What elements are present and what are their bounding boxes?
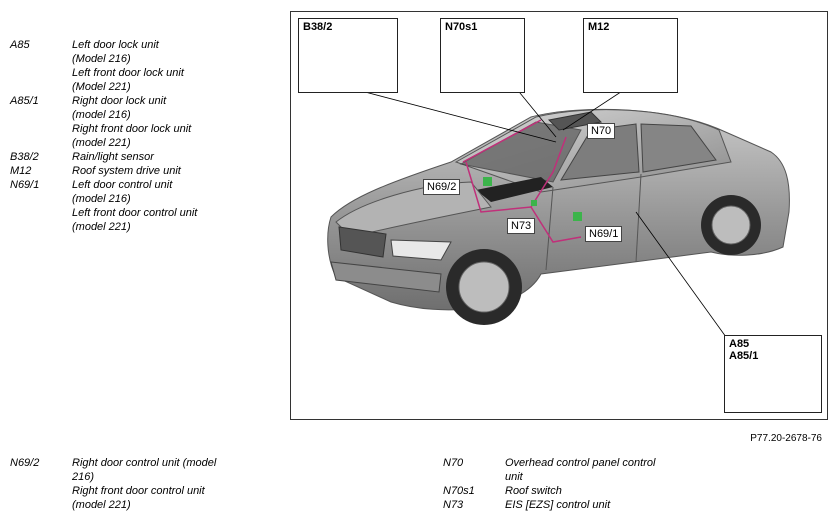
hood: [335, 181, 492, 238]
callout-label: A85/1: [729, 350, 759, 362]
legend-description-line: (Model 221): [72, 81, 131, 93]
legend-description-line: Left door lock unit: [72, 39, 159, 51]
legend-code: N73: [443, 499, 464, 511]
legend-description-line: Left front door control unit: [72, 207, 198, 219]
legend-description-line: Roof switch: [505, 485, 562, 497]
legend-description-line: (model 221): [72, 499, 131, 511]
legend-description-line: Left front door lock unit: [72, 67, 184, 79]
legend-entry: N70 Overhead control panel control unit: [443, 456, 743, 484]
legend-description: Roof switch: [505, 484, 675, 498]
legend-description-line: Roof system drive unit: [72, 165, 181, 177]
tag-n69-1: N69/1: [585, 226, 623, 242]
callout-m12: M12: [583, 18, 678, 93]
legend-description-line: Right front door control unit: [72, 485, 205, 497]
legend-code: N70: [443, 457, 464, 469]
legend-entry: N70s1 Roof switch: [443, 484, 743, 498]
legend-description-line: (model 216): [72, 109, 131, 121]
legend-description: Right door lock unit (model 216) Right fro…: [72, 94, 242, 150]
legend-description-line: Right door lock unit: [72, 95, 167, 107]
legend-description-line: EIS [EZS] control unit: [505, 499, 611, 511]
callout-a85: A85 A85/1: [724, 335, 822, 413]
legend-description: Overhead control panel control unit: [505, 456, 675, 484]
legend-description: Rain/light sensor: [72, 150, 242, 164]
wiring-harness: [462, 119, 582, 243]
sunroof: [547, 111, 603, 131]
legend-description-line: (model 221): [72, 137, 131, 149]
legend-entry: M12 Roof system drive unit: [10, 164, 270, 178]
front-bumper: [330, 261, 442, 293]
legend-description: Left door control unit (model 216) Left fr…: [72, 178, 242, 234]
legend-description: Roof system drive unit: [72, 164, 242, 178]
n73-module: [531, 200, 537, 206]
legend-entry: B38/2 Rain/light sensor: [10, 150, 270, 164]
legend-top: A85 Left door lock unit (Model 216) Left fr…: [10, 38, 270, 234]
callout-label: B38/2: [303, 21, 333, 33]
component-location-figure: B38/2 N70s1 M12 A85 A85/1 N70 N69/2 N73 …: [290, 11, 828, 420]
legend-description-line: Rain/light sensor: [72, 151, 154, 163]
legend-code: B38/2: [10, 151, 39, 163]
legend-description-line: Left door control unit: [72, 179, 173, 191]
legend-code: N69/1: [10, 179, 40, 191]
n69-2-module: [483, 177, 492, 186]
front-window: [560, 123, 640, 181]
legend-description-line: (model 221): [72, 221, 131, 233]
legend-description-line: 216): [72, 471, 95, 483]
legend-code: A85: [10, 39, 30, 51]
legend-description-line: Overhead control panel control unit: [505, 457, 659, 483]
legend-entry: A85 Left door lock unit (Model 216) Left fr…: [10, 38, 270, 94]
callout-label: N70s1: [445, 21, 478, 33]
dashboard: [476, 177, 553, 202]
legend-description-line: (model 216): [72, 193, 131, 205]
callout-label: A85: [729, 338, 750, 350]
callout-label: M12: [588, 21, 610, 33]
figure-caption: P77.20-2678-76: [750, 433, 822, 444]
grille: [338, 226, 387, 258]
legend-description-line: (Model 216): [72, 53, 131, 65]
car-illustration: [311, 45, 814, 408]
legend-code: A85/1: [10, 95, 39, 107]
callout-n70s1: N70s1: [440, 18, 525, 93]
headlight: [390, 239, 452, 261]
legend-code: M12: [10, 165, 32, 177]
legend-description-line: Right front door lock unit: [72, 123, 192, 135]
legend-description: Left door lock unit (Model 216) Left front…: [72, 38, 242, 94]
callout-b38-2: B38/2: [298, 18, 398, 93]
tag-n73: N73: [507, 218, 536, 234]
n69-1-module: [573, 212, 582, 221]
legend-entry: N73 EIS [EZS] control unit: [443, 498, 743, 512]
legend-code: N70s1: [443, 485, 475, 497]
legend-description: Right door control unit (model 216) Right …: [72, 456, 242, 512]
rear-window: [640, 123, 717, 173]
legend-code: N69/2: [10, 457, 40, 469]
legend-description: EIS [EZS] control unit: [505, 498, 675, 512]
tag-n69-2: N69/2: [423, 179, 461, 195]
legend-description-line: Right door control unit (model: [72, 457, 217, 469]
tag-n70: N70: [587, 123, 616, 139]
